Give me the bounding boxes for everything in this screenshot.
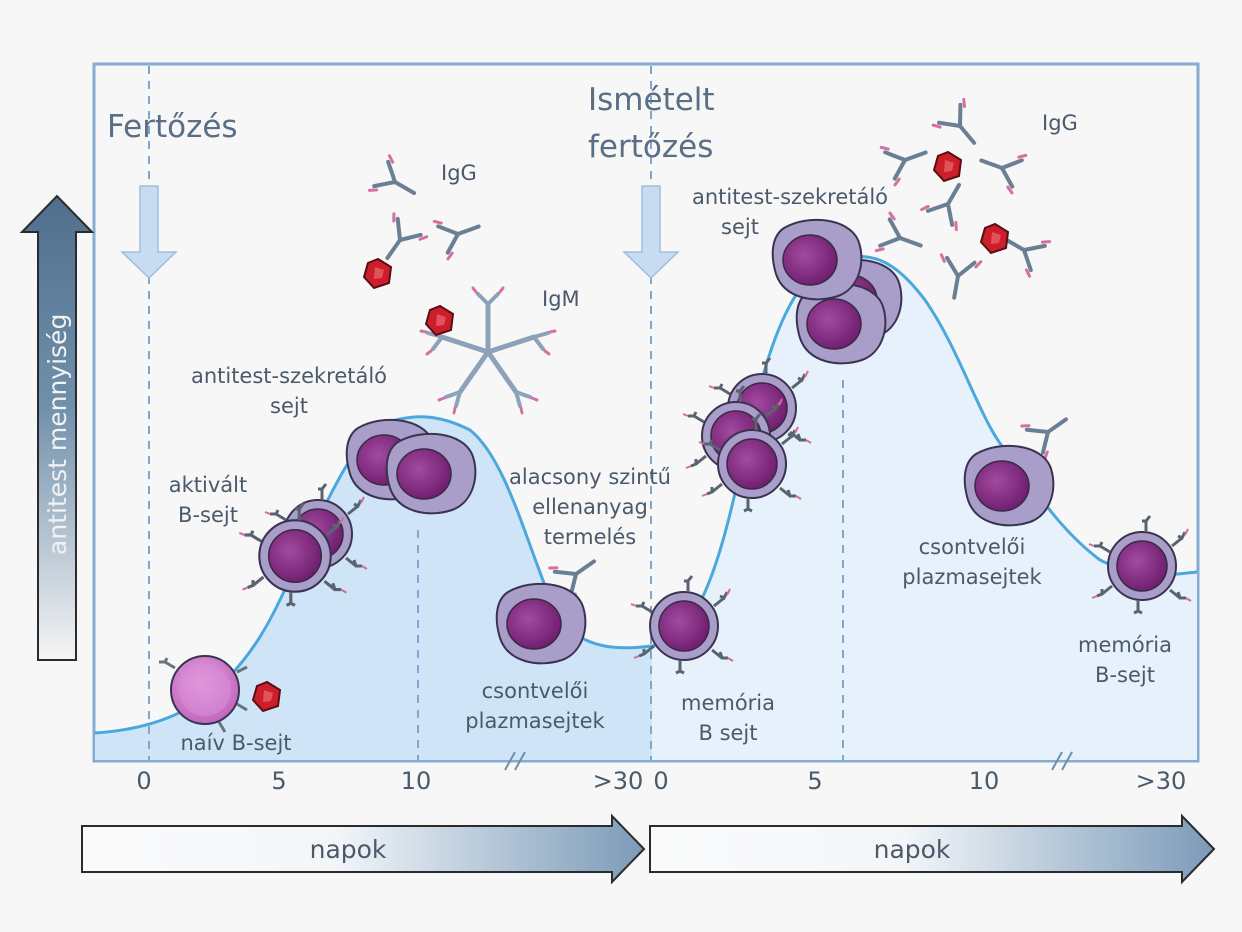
activated-bcell-label-l1: aktivált (169, 473, 247, 497)
igg-label-primary: IgG (441, 161, 477, 185)
memory-bcell-end-label-l1: memória (1078, 633, 1172, 657)
tick-label: >30 (593, 767, 644, 795)
tick-label: 10 (401, 767, 432, 795)
naive-bcell (159, 655, 281, 733)
bone-marrow-plasma-label-primary-l2: plazmasejtek (465, 709, 605, 733)
tick-label: >30 (1136, 767, 1187, 795)
infection-arrow-primary (120, 185, 178, 280)
primary-infection-title: Fertőzés (107, 109, 238, 145)
bone-marrow-plasma-label-secondary-l2: plazmasejtek (902, 565, 1042, 589)
dashed-guides (148, 66, 844, 760)
axis-break-marks (504, 751, 1073, 771)
bone-marrow-plasma-label-secondary-l1: csontvelői (919, 535, 1026, 559)
infection-arrow-secondary (622, 185, 680, 280)
tick-label: 0 (653, 767, 668, 795)
bone-marrow-plasma-cell-primary (495, 582, 587, 665)
tick-label: 5 (807, 767, 822, 795)
y-axis-label: antitest mennyiség (43, 314, 72, 555)
low-level-label-l2: ellenanyag (532, 495, 648, 519)
x-axis-arrow-primary: napok (81, 813, 646, 885)
activated-bcell-label-l2: B-sejt (178, 503, 238, 527)
igm-pentamer (419, 286, 557, 415)
tick-label: 0 (136, 767, 151, 795)
low-level-label-l1: alacsony szintű (509, 465, 671, 489)
secreting-cell-label-primary-l1: antitest-szekretáló (191, 364, 387, 388)
x-ticks-primary: 0 5 10 >30 (136, 767, 643, 795)
memory-bcell-label-l2: B sejt (698, 721, 757, 745)
x-axis-label-secondary: napok (874, 835, 951, 864)
secreting-cell-label-secondary-l2: sejt (721, 215, 759, 239)
bone-marrow-plasma-label-primary-l1: csontvelői (482, 679, 589, 703)
x-axis-label-primary: napok (310, 835, 387, 864)
memory-bcell-end-label-l2: B-sejt (1095, 663, 1155, 687)
naive-bcell-label: naív B-sejt (180, 731, 291, 755)
y-axis-arrow: antitest mennyiség (19, 194, 95, 661)
tick-label: 5 (271, 767, 286, 795)
igg-label-secondary: IgG (1042, 111, 1078, 135)
low-level-label-l3: termelés (544, 525, 637, 549)
secondary-infection-title-line2: fertőzés (588, 129, 713, 165)
x-axis-arrow-secondary: napok (649, 813, 1216, 885)
igm-label: IgM (542, 287, 580, 311)
tick-label: 10 (969, 767, 1000, 795)
x-ticks-secondary: 0 5 10 >30 (653, 767, 1186, 795)
memory-bcell-label-l1: memória (681, 691, 775, 715)
secondary-response-area (652, 256, 1197, 760)
secondary-infection-title-line1: Ismételt (588, 82, 715, 118)
secreting-cell-label-secondary-l1: antitest-szekretáló (692, 185, 888, 209)
secreting-cell-label-primary-l2: sejt (270, 394, 308, 418)
bone-marrow-plasma-cell-secondary (963, 444, 1055, 527)
